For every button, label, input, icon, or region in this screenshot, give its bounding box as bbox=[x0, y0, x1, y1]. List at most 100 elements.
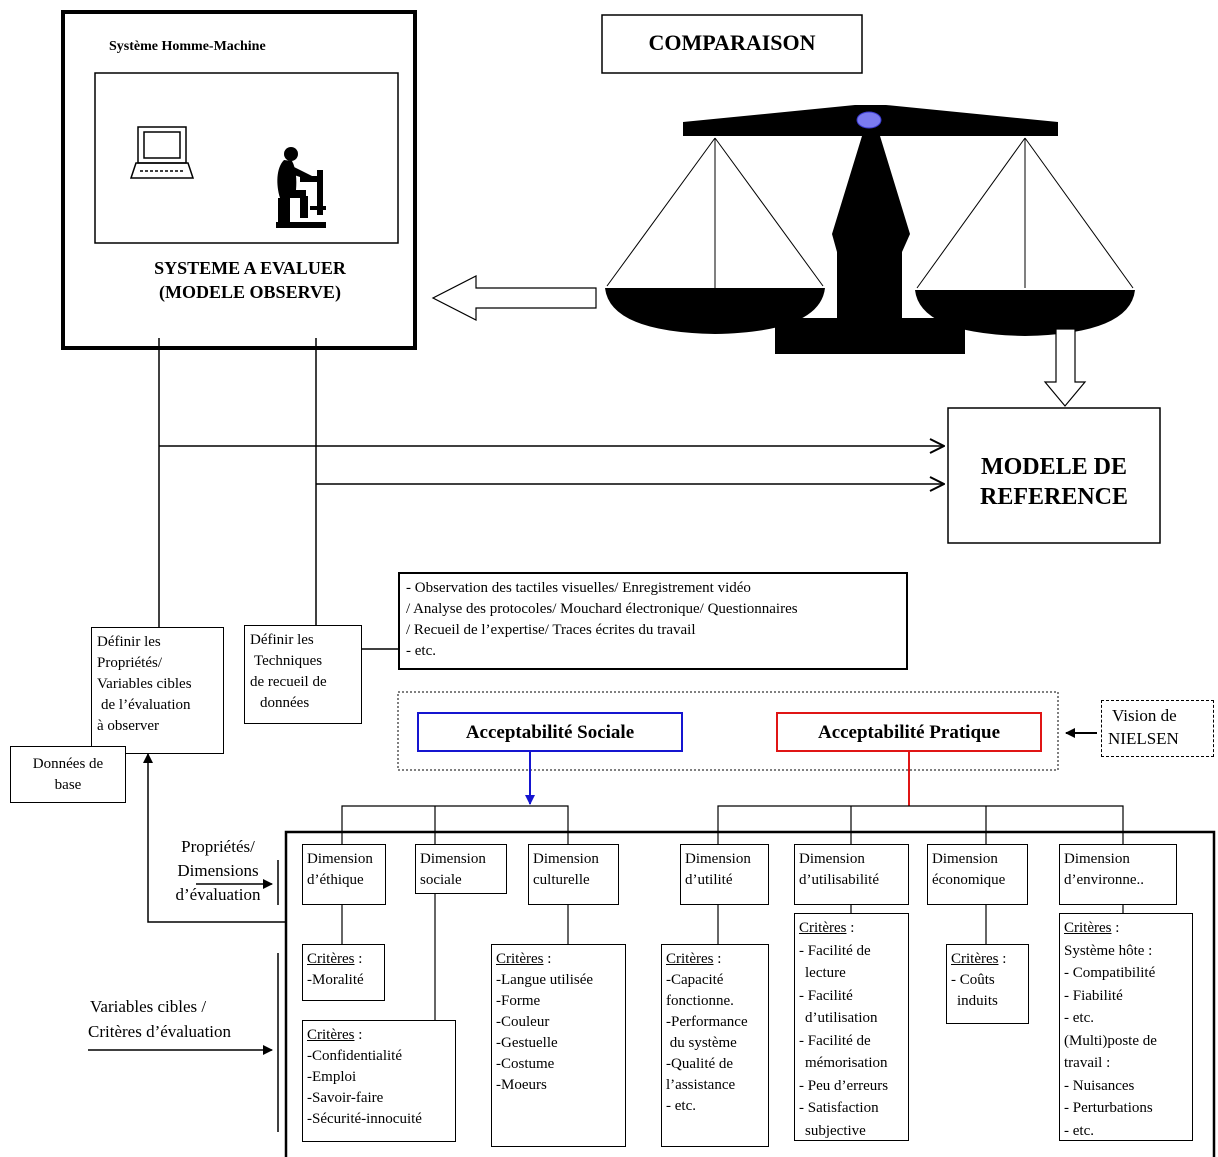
criteria-ethique-box: Critères : -Moralité bbox=[302, 944, 385, 1001]
dimension-culturelle-box: Dimension culturelle bbox=[528, 844, 619, 905]
nielsen-line: NIELSEN bbox=[1108, 729, 1179, 748]
techniques-list-line: / Recueil de l’expertise/ Traces écrites… bbox=[406, 622, 696, 638]
dimension-culturelle-line: culturelle bbox=[533, 872, 590, 888]
acceptability-frame bbox=[397, 691, 1059, 771]
criteria-utilisabilite-header: Critères : bbox=[799, 920, 855, 936]
criteria-utilisabilite-box: Critères : - Facilité de lecture - Facil… bbox=[794, 913, 909, 1141]
criteria-environnement-item: - etc. bbox=[1064, 1010, 1094, 1026]
criteria-culturelle-header: Critères : bbox=[496, 951, 552, 967]
criteria-label: Critères bbox=[307, 1027, 355, 1043]
reference-line2: REFERENCE bbox=[979, 484, 1129, 510]
system-title-line1: SYSTEME A EVALUER bbox=[154, 258, 346, 278]
techniques-list-line: - etc. bbox=[406, 643, 436, 659]
criteria-utilite-item: -Performance bbox=[666, 1014, 748, 1030]
nielsen-line: Vision de bbox=[1112, 706, 1177, 725]
dimensions-side-line: d’évaluation bbox=[175, 885, 261, 904]
techniques-list-line: / Analyse des protocoles/ Mouchard élect… bbox=[406, 601, 798, 617]
criteria-economique-header: Critères : bbox=[951, 951, 1007, 967]
dimension-utilisabilite-line: d’utilisabilité bbox=[799, 872, 879, 888]
define-techniques-line: Techniques bbox=[254, 653, 323, 669]
scale-icon bbox=[605, 105, 1135, 354]
criteria-utilisabilite-item: - Facilité de bbox=[799, 1032, 871, 1049]
criteria-utilite-item: - etc. bbox=[666, 1098, 696, 1114]
dimension-environnement-line: Dimension bbox=[1064, 851, 1130, 867]
dimensions-side-label: Propriétés/ Dimensions d’évaluation bbox=[158, 835, 278, 907]
criteria-sociale-item: -Emploi bbox=[307, 1069, 357, 1085]
dimension-culturelle-line: Dimension bbox=[533, 851, 599, 867]
define-techniques-line: Définir les bbox=[250, 632, 314, 648]
criteria-sociale-item: -Sécurité-innocuité bbox=[307, 1111, 422, 1127]
system-title: SYSTEME A EVALUER (MODELE OBSERVE) bbox=[100, 256, 400, 304]
dimension-sociale-box: Dimension sociale bbox=[415, 844, 507, 894]
dimension-utilite-box: Dimension d’utilité bbox=[680, 844, 769, 905]
criteria-utilite-header: Critères : bbox=[666, 951, 722, 967]
criteria-culturelle-box: Critères : -Langue utilisée -Forme -Coul… bbox=[491, 944, 626, 1147]
criteria-environnement-header: Critères : bbox=[1064, 920, 1120, 936]
nielsen-box: Vision de NIELSEN bbox=[1101, 700, 1214, 757]
computer-icon bbox=[129, 126, 195, 179]
define-properties-box: Définir les Propriétés/ Variables cibles… bbox=[91, 627, 224, 754]
social-acceptability-box: Acceptabilité Sociale bbox=[417, 712, 683, 752]
dimension-utilisabilite-box: Dimension d’utilisabilité bbox=[794, 844, 909, 905]
define-properties-line: de l’évaluation bbox=[101, 697, 191, 713]
criteria-culturelle-item: -Couleur bbox=[496, 1014, 550, 1030]
criteria-sociale-box: Critères : -Confidentialité -Emploi -Sav… bbox=[302, 1020, 456, 1142]
criteria-utilisabilite-item: - Satisfaction bbox=[799, 1100, 879, 1116]
reference-line1: MODELE DE bbox=[980, 454, 1127, 480]
dimension-utilite-line: Dimension bbox=[685, 851, 751, 867]
criteria-economique-item: - Coûts bbox=[951, 972, 995, 988]
define-techniques-line: données bbox=[260, 695, 310, 711]
criteria-culturelle-item: -Forme bbox=[496, 993, 541, 1009]
criteria-utilite-item: du système bbox=[666, 1035, 737, 1051]
criteria-utilite-item: -Capacité bbox=[666, 972, 724, 988]
dimension-utilisabilite-line: Dimension bbox=[799, 851, 865, 867]
criteria-environnement-item: - Perturbations bbox=[1064, 1100, 1153, 1116]
criteria-environnement-box: Critères : Système hôte : - Compatibilit… bbox=[1059, 913, 1193, 1141]
criteria-label: Critères bbox=[799, 920, 847, 936]
criteria-utilisabilite-item: - Peu d’erreurs bbox=[799, 1077, 889, 1094]
criteria-ethique-header: Critères : bbox=[307, 951, 363, 967]
techniques-list-line: - Observation des tactiles visuelles/ En… bbox=[406, 580, 751, 596]
criteria-economique-box: Critères : - Coûts induits bbox=[946, 944, 1029, 1024]
reference-title: MODELE DE REFERENCE bbox=[948, 452, 1160, 512]
dimension-ethique-line: d’éthique bbox=[307, 872, 364, 888]
bottom-frame bbox=[284, 830, 1216, 1157]
criteria-utilisabilite-item: mémorisation bbox=[805, 1055, 888, 1071]
criteria-side-label: Variables cibles / Critères d’évaluation bbox=[88, 994, 278, 1044]
criteria-sociale-item: -Savoir-faire bbox=[307, 1090, 384, 1106]
define-techniques-line: de recueil de bbox=[250, 674, 327, 690]
comparison-box bbox=[601, 14, 863, 74]
dimension-utilite-line: d’utilité bbox=[685, 872, 733, 888]
system-title-line2: (MODELE OBSERVE) bbox=[159, 282, 341, 302]
dimensions-side-line: Dimensions bbox=[177, 861, 259, 880]
criteria-label: Critères bbox=[307, 951, 355, 967]
observe-arrow bbox=[431, 275, 597, 321]
criteria-economique-item: induits bbox=[957, 993, 998, 1009]
system-header: Système Homme-Machine bbox=[109, 39, 266, 54]
system-inner-box bbox=[94, 72, 399, 244]
techniques-list-box: - Observation des tactiles visuelles/ En… bbox=[398, 572, 908, 670]
criteria-utilisabilite-item: - Facilité bbox=[799, 987, 853, 1004]
reference-box bbox=[947, 407, 1161, 544]
dimension-economique-box: Dimension économique bbox=[927, 844, 1028, 905]
person-icon bbox=[276, 147, 326, 228]
criteria-side-line: Critères d’évaluation bbox=[88, 1022, 232, 1041]
criteria-utilisabilite-item: - Facilité de bbox=[799, 942, 871, 959]
criteria-environnement-item: - Fiabilité bbox=[1064, 987, 1123, 1004]
criteria-environnement-item: (Multi)poste de bbox=[1064, 1032, 1157, 1049]
criteria-utilite-item: fonctionne. bbox=[666, 993, 734, 1009]
dimension-economique-line: économique bbox=[932, 872, 1006, 888]
dimension-environnement-box: Dimension d’environne.. bbox=[1059, 844, 1177, 905]
criteria-label: Critères bbox=[1064, 920, 1112, 936]
criteria-environnement-item: - etc. bbox=[1064, 1122, 1094, 1139]
criteria-utilisabilite-item: d’utilisation bbox=[805, 1010, 878, 1026]
criteria-utilite-item: -Qualité de bbox=[666, 1056, 734, 1072]
criteria-utilisabilite-item: lecture bbox=[805, 965, 846, 981]
criteria-label: Critères bbox=[666, 951, 714, 967]
define-properties-line: Définir les bbox=[97, 634, 161, 650]
criteria-environnement-item: - Nuisances bbox=[1064, 1077, 1135, 1094]
criteria-sociale-header: Critères : bbox=[307, 1027, 363, 1043]
criteria-label: Critères bbox=[496, 951, 544, 967]
base-data-line: Données de bbox=[32, 756, 104, 772]
